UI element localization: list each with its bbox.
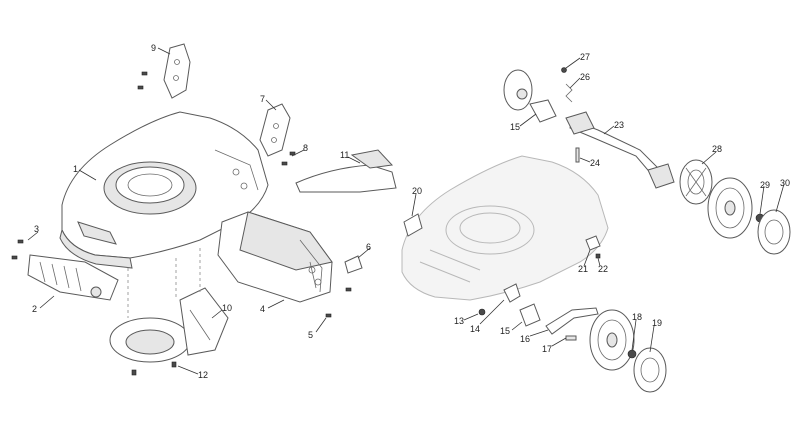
callout-27: 27 bbox=[580, 52, 590, 62]
callout-15-bottom: 15 bbox=[500, 326, 510, 336]
part-19-front-cap bbox=[633, 347, 667, 393]
callout-1: 1 bbox=[73, 164, 78, 174]
part-17-bolt bbox=[565, 335, 577, 341]
part-5-screw bbox=[325, 313, 332, 318]
callout-labels: 1 2 3 4 5 6 7 8 9 10 11 12 13 14 15 15 1… bbox=[32, 43, 790, 380]
part-2-front-guard bbox=[27, 254, 119, 301]
part-28-rear-hubcap bbox=[679, 159, 713, 205]
callout-16: 16 bbox=[520, 334, 530, 344]
part-22-screw bbox=[595, 253, 601, 259]
callout-15-top: 15 bbox=[510, 122, 520, 132]
callout-4: 4 bbox=[260, 304, 265, 314]
callout-21: 21 bbox=[578, 264, 588, 274]
part-15-front-lever bbox=[519, 303, 541, 327]
callout-12: 12 bbox=[198, 370, 208, 380]
part-1-deck bbox=[59, 111, 269, 269]
callout-23: 23 bbox=[614, 120, 624, 130]
part-6-bracket bbox=[344, 255, 363, 292]
part-11-cover bbox=[295, 149, 397, 193]
callout-26: 26 bbox=[580, 72, 590, 82]
part-27-nut bbox=[561, 67, 567, 73]
callout-7: 7 bbox=[260, 94, 265, 104]
part-12-screws bbox=[131, 361, 177, 376]
callout-17: 17 bbox=[542, 344, 552, 354]
callout-29: 29 bbox=[760, 180, 770, 190]
callout-8: 8 bbox=[303, 143, 308, 153]
callout-18: 18 bbox=[632, 312, 642, 322]
callout-6: 6 bbox=[366, 242, 371, 252]
callout-24: 24 bbox=[590, 158, 600, 168]
front-wheel bbox=[589, 309, 635, 371]
callout-11: 11 bbox=[340, 150, 349, 160]
part-16-front-axle bbox=[545, 307, 599, 335]
assembly-line-left bbox=[127, 248, 201, 318]
rear-lever-wheel bbox=[503, 69, 533, 111]
part-7-side-bracket bbox=[259, 103, 291, 157]
callout-14: 14 bbox=[470, 324, 480, 334]
part-15-lever-top bbox=[529, 99, 557, 123]
part-24-pin bbox=[575, 147, 580, 163]
callout-28: 28 bbox=[712, 144, 722, 154]
part-20-bracket bbox=[403, 213, 423, 237]
callout-13: 13 bbox=[454, 316, 464, 326]
callout-2: 2 bbox=[32, 304, 37, 314]
part-18-washer bbox=[627, 349, 637, 359]
callout-3: 3 bbox=[34, 224, 39, 234]
part-13-nut bbox=[478, 308, 486, 316]
part-4-bag-frame bbox=[217, 211, 333, 303]
ghost-deck bbox=[401, 155, 609, 301]
part-23-axle bbox=[565, 111, 675, 189]
part-30-rear-cap bbox=[757, 209, 791, 255]
part-26-spring bbox=[565, 83, 573, 103]
rear-wheel bbox=[707, 177, 753, 239]
callout-5: 5 bbox=[308, 330, 313, 340]
callout-20: 20 bbox=[412, 186, 422, 196]
callout-9: 9 bbox=[151, 43, 156, 53]
part-10-rear-flap bbox=[109, 287, 229, 363]
callout-22: 22 bbox=[598, 264, 608, 274]
part-9-rear-bracket bbox=[137, 43, 191, 99]
part-8-screws bbox=[281, 151, 296, 166]
part-14-bracket bbox=[503, 283, 521, 303]
callout-19: 19 bbox=[652, 318, 662, 328]
callout-30: 30 bbox=[780, 178, 790, 188]
part-21-clip bbox=[585, 235, 601, 251]
leader-lines bbox=[27, 47, 785, 375]
callout-10: 10 bbox=[222, 303, 232, 313]
part-3-screws bbox=[11, 239, 24, 260]
